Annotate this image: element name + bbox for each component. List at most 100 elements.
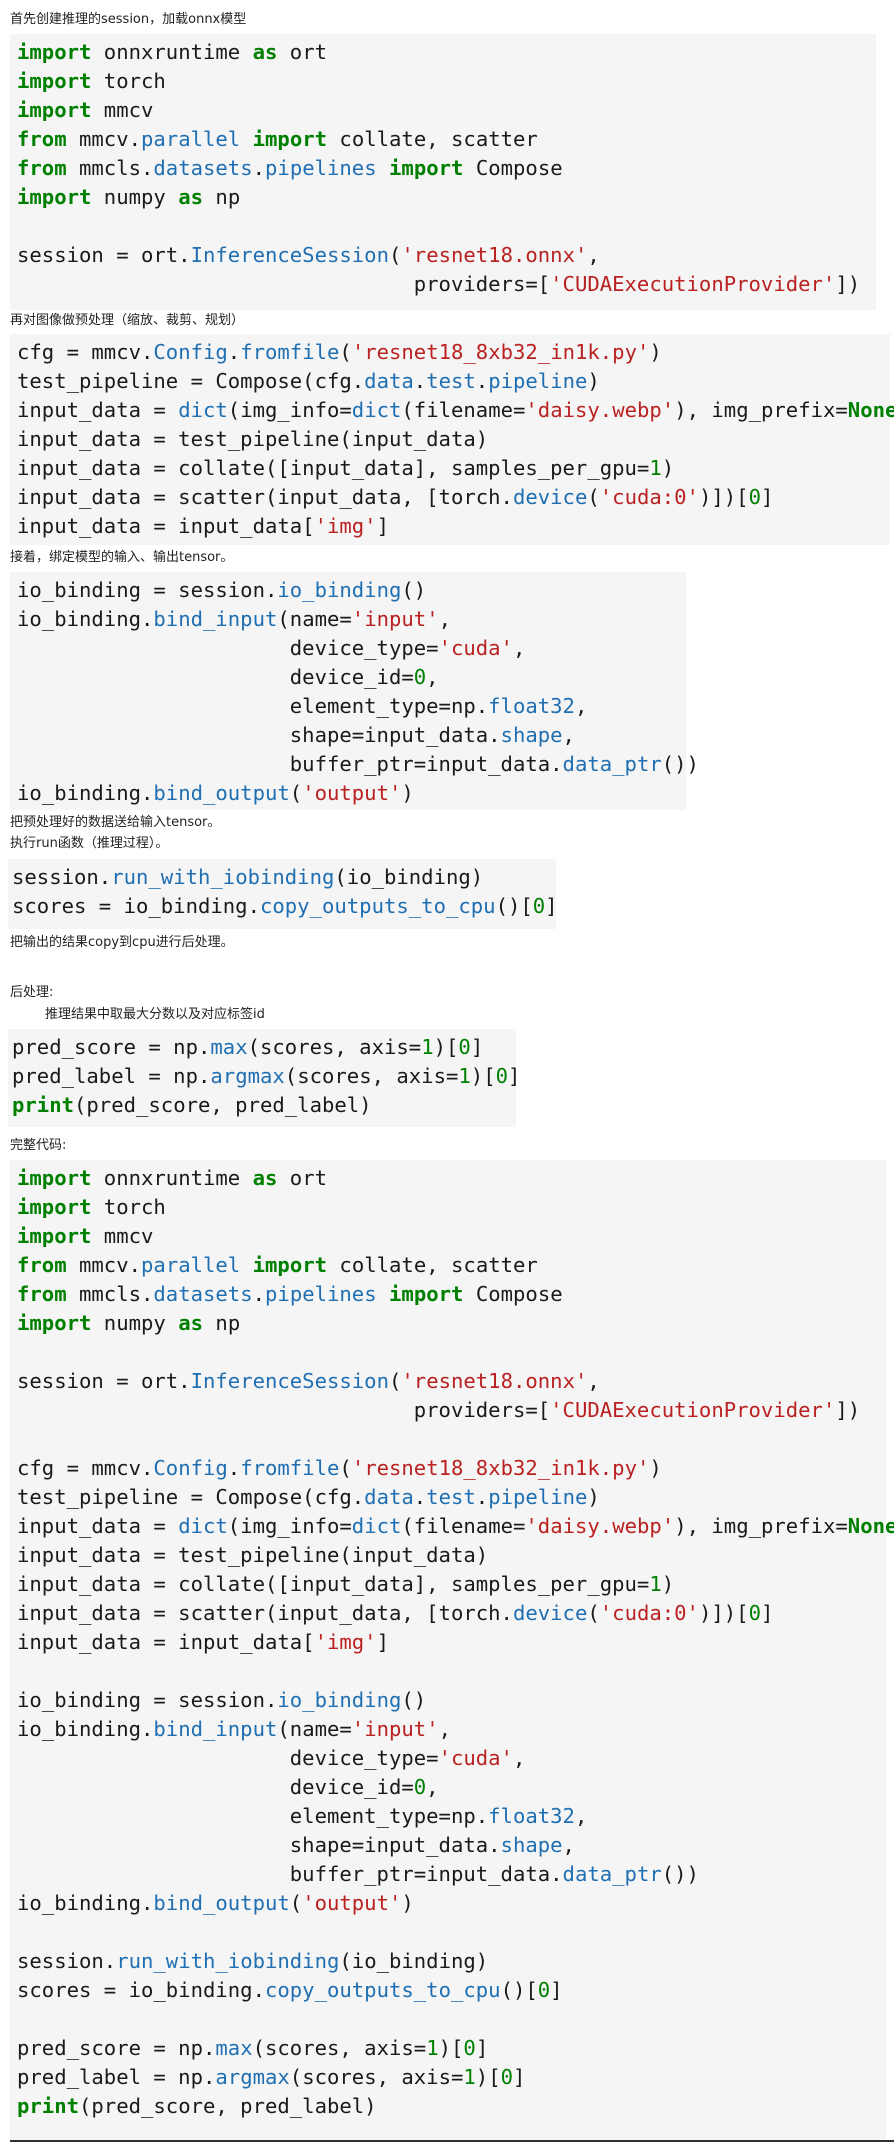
code-block-full: import onnxruntime as ort import torch i… [10, 1160, 894, 2140]
code-text-run: providers=[ [17, 1398, 551, 1422]
code-string: 'CUDAExecutionProvider' [550, 1398, 836, 1422]
code-attribute: copy_outputs_to_cpu [259, 894, 496, 918]
code-attribute: data [364, 369, 414, 393]
code-text-run: (name= [277, 607, 352, 631]
code-text-run: )[ [438, 2036, 464, 2060]
note-postprocess: 后处理: [10, 985, 54, 1000]
code-text-run: pred_label = np. [17, 2065, 216, 2089]
code-keyword: import [17, 1311, 92, 1335]
code-number: 0 [532, 894, 546, 918]
code-number: 0 [458, 1035, 471, 1059]
code-text-run: ( [587, 1601, 600, 1625]
code-text-run: (scores, axis= [252, 2036, 427, 2060]
code-keyword: as [252, 1166, 278, 1190]
code-attribute: run_with_iobinding [116, 1949, 340, 1973]
code-attribute: bind_input [153, 1717, 278, 1741]
code-string: 'cuda:0' [599, 485, 699, 509]
code-text-run: numpy [91, 185, 179, 209]
code-text-run: )[ [475, 2065, 501, 2089]
code-text-run: collate, scatter [327, 127, 538, 151]
code-keyword: import [389, 1282, 464, 1306]
code-keyword: import [17, 40, 92, 64]
code-text-run: ) [587, 1485, 600, 1509]
code-number: 0 [463, 2036, 476, 2060]
code-text-run: mmcv [91, 98, 154, 122]
note-feed-input: 把预处理好的数据送给输入tensor。 [10, 815, 221, 830]
code-line: from mmcls.datasets.pipelines import Com… [17, 1282, 563, 1306]
code-text: cfg = mmcv.Config.fromfile('resnet18_8xb… [17, 338, 894, 541]
code-text: import onnxruntime as ort import torch i… [17, 38, 876, 299]
code-block-preprocess: cfg = mmcv.Config.fromfile('resnet18_8xb… [10, 334, 894, 545]
code-line: io_binding = session.io_binding() [17, 578, 426, 602]
code-text-run: , [587, 1369, 600, 1393]
code-text-run: ()) [661, 752, 699, 776]
code-attribute: pipelines [265, 156, 377, 180]
code-attribute: pipelines [265, 1282, 377, 1306]
code-text-run: ]) [835, 1398, 861, 1422]
code-text-run: device_id= [17, 1775, 414, 1799]
code-text-run: . [227, 1456, 241, 1480]
code-line: shape=input_data.shape, [17, 723, 575, 747]
code-text-run: Compose [463, 156, 563, 180]
code-text-run: ] [760, 485, 774, 509]
code-text-run: cfg = mmcv. [17, 1456, 154, 1480]
code-text-run: torch [91, 69, 166, 93]
code-line: pred_score = np.max(scores, axis=1)[0] [12, 1035, 483, 1059]
code-line: io_binding.bind_output('output') [17, 1891, 414, 1915]
code-line: session.run_with_iobinding(io_binding) [12, 865, 483, 889]
code-attribute: data_ptr [562, 1862, 662, 1886]
code-text-run: input_data = test_pipeline(input_data) [17, 427, 489, 451]
code-line: input_data = collate([input_data], sampl… [17, 1572, 674, 1596]
code-line: from mmcls.datasets.pipelines import Com… [17, 156, 563, 180]
code-keyword: as [252, 40, 278, 64]
code-text-run: io_binding = session. [17, 578, 278, 602]
code-text-run: ), img_prefix= [674, 1514, 848, 1538]
code-keyword: as [178, 185, 204, 209]
code-number: 1 [463, 2065, 476, 2089]
code-keyword: from [17, 127, 67, 151]
code-line: input_data = collate([input_data], sampl… [17, 456, 674, 480]
code-text-run: scores = io_binding. [12, 894, 260, 918]
code-string: 'resnet18_8xb32_in1k.py' [351, 340, 650, 364]
code-text-run: . [475, 1485, 489, 1509]
note-create-session: 首先创建推理的session，加载onnx模型 [10, 12, 247, 27]
code-number: 0 [500, 2065, 514, 2089]
code-string: 'cuda' [438, 1746, 513, 1770]
code-string: 'cuda' [438, 636, 513, 660]
code-text-run: )])[ [698, 1601, 749, 1625]
code-text-run: )[ [433, 1035, 459, 1059]
code-number: 0 [413, 1775, 427, 1799]
code-attribute: parallel [141, 127, 241, 151]
code-text-run: buffer_ptr=input_data. [17, 752, 563, 776]
code-text-run: ) [649, 340, 662, 364]
code-attribute: float32 [488, 694, 575, 718]
code-text-run: (filename= [401, 398, 526, 422]
code-attribute: float32 [488, 1804, 575, 1828]
code-attribute: Config [153, 340, 228, 364]
code-text-run: ] [508, 1064, 521, 1088]
code-keyword: print [17, 2094, 79, 2118]
code-attribute: Config [153, 1456, 228, 1480]
code-text-run: (io_binding) [334, 865, 484, 889]
code-line: scores = io_binding.copy_outputs_to_cpu(… [17, 1978, 563, 2002]
code-text-run: , [574, 1804, 588, 1828]
code-attribute: argmax [210, 1064, 285, 1088]
code-string: 'output' [302, 781, 402, 805]
code-text-run: (img_info= [227, 398, 352, 422]
code-line: buffer_ptr=input_data.data_ptr()) [17, 752, 699, 776]
code-text-run: input_data = input_data[ [17, 1630, 315, 1654]
note-preprocess: 再对图像做预处理（缩放、裁剪、规划） [10, 313, 245, 328]
code-attribute: max [215, 2036, 253, 2060]
code-attribute: bind_output [153, 1891, 290, 1915]
code-text-run: (pred_score, pred_label) [74, 1093, 372, 1117]
code-attribute: test [426, 369, 476, 393]
code-line: input_data = scatter(input_data, [torch.… [17, 1601, 773, 1625]
code-text-run: ] [545, 894, 558, 918]
code-keyword: from [17, 1253, 67, 1277]
code-text-run: (scores, axis= [289, 2065, 464, 2089]
code-text-run: input_data = collate([input_data], sampl… [17, 456, 650, 480]
code-text-run: mmcv [91, 1224, 154, 1248]
code-attribute: device [512, 1601, 588, 1625]
code-attribute: max [210, 1035, 248, 1059]
code-text-run: , [438, 1717, 451, 1741]
